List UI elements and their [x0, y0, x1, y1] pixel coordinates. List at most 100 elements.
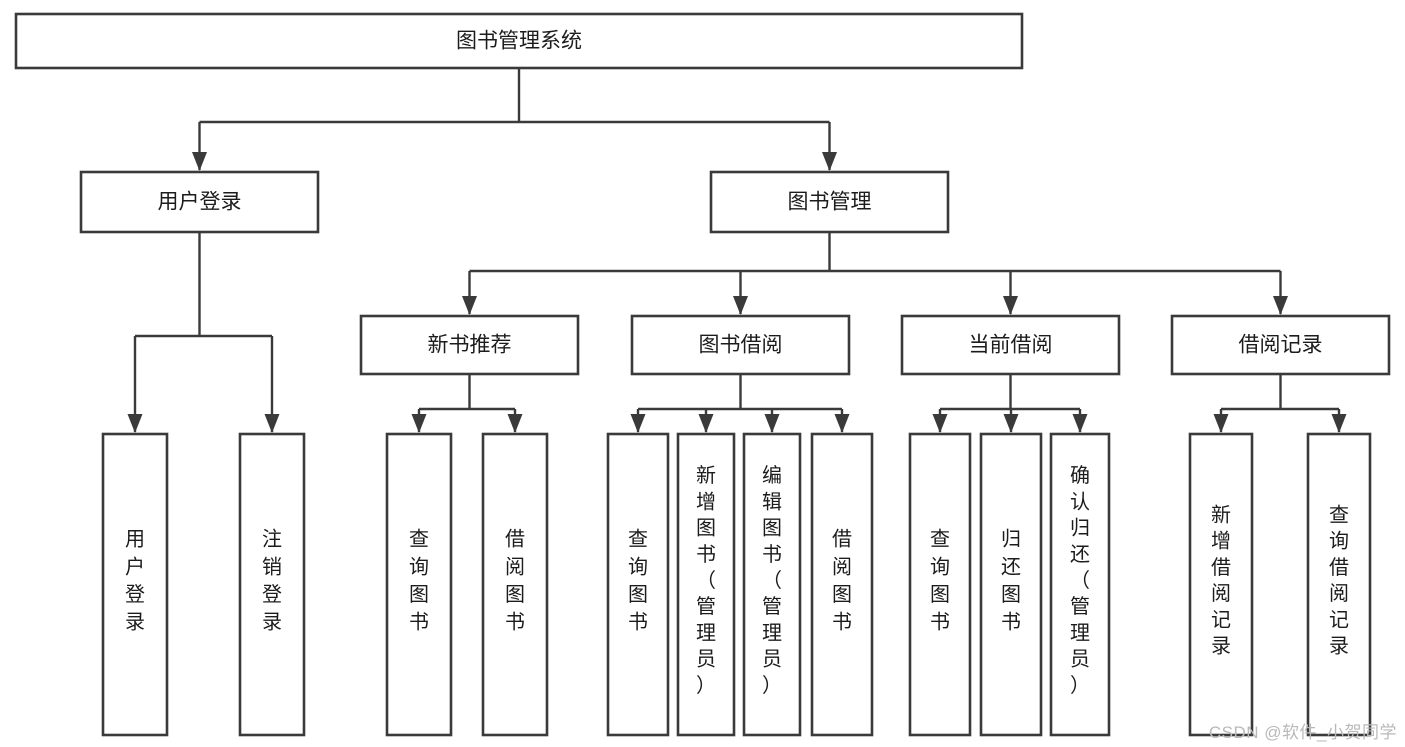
level3-node-label: 图书借阅 — [699, 334, 783, 357]
level3-node-box[interactable] — [1170, 314, 1391, 376]
leaf-node-label-char: 还 — [1001, 555, 1021, 578]
leaf-node-label-char: 阅 — [1211, 582, 1231, 605]
leaf-node-label-char: 管 — [762, 595, 782, 618]
leaf-node-label-char: （ — [696, 569, 716, 592]
node-用户登录[interactable]: 用户登录 — [101, 432, 169, 737]
leaf-node-label-char: ） — [696, 674, 716, 697]
leaf-node-box[interactable] — [908, 432, 972, 737]
arrow-head-icon — [733, 296, 748, 315]
node-图书借阅[interactable]: 图书借阅 — [630, 314, 851, 376]
arrow-head-icon — [127, 414, 143, 433]
arrow-head-icon — [932, 414, 948, 433]
level3-node-box[interactable] — [900, 314, 1121, 376]
leaf-node-box[interactable] — [1188, 432, 1254, 737]
level3-node-box[interactable] — [630, 314, 851, 376]
leaf-node-label-char: 录 — [1329, 636, 1349, 658]
level2-node-label: 用户登录 — [158, 191, 242, 214]
leaf-node-label-char: 理 — [762, 622, 782, 644]
arrow-head-icon — [1331, 414, 1347, 433]
leaf-node-label-char: 录 — [125, 612, 145, 634]
node-借阅记录[interactable]: 借阅记录 — [1170, 314, 1391, 376]
root-node-box[interactable] — [14, 12, 1024, 70]
leaf-node-label-char: ） — [1070, 674, 1090, 697]
leaf-node-box[interactable] — [676, 432, 736, 737]
node-当前借阅[interactable]: 当前借阅 — [900, 314, 1121, 376]
leaf-node-label-char: 员 — [762, 649, 782, 671]
leaf-node-label-char: 登 — [125, 583, 145, 606]
arrow-head-icon — [1072, 414, 1088, 433]
leaf-node-box[interactable] — [979, 432, 1043, 737]
arrow-head-icon — [834, 414, 850, 433]
leaf-node-label-char: 图 — [1001, 584, 1021, 606]
leaf-node-label-char: 录 — [1211, 636, 1231, 658]
arrow-head-icon — [411, 414, 427, 433]
leaf-node-label-char: 阅 — [832, 555, 852, 578]
leaf-node-label-char: 书 — [696, 543, 716, 566]
leaf-node-label-char: 借 — [1329, 556, 1349, 579]
leaf-node-box[interactable] — [101, 432, 169, 737]
leaf-node-label-char: 辑 — [762, 490, 782, 513]
arrow-head-icon — [764, 414, 780, 433]
leaf-node-label-char: 认 — [1070, 490, 1090, 513]
level3-node-box[interactable] — [359, 314, 580, 376]
leaf-node-box[interactable] — [385, 432, 453, 737]
leaf-node-label-char: 户 — [125, 555, 145, 578]
leaf-node-box[interactable] — [606, 432, 670, 737]
leaf-node-box[interactable] — [1049, 432, 1111, 737]
leaf-node-label-char: 编 — [762, 464, 782, 487]
node-新书推荐[interactable]: 新书推荐 — [359, 314, 580, 376]
level2-node-box[interactable] — [79, 170, 320, 234]
leaf-node-label-char: （ — [762, 569, 782, 592]
leaf-node-label-char: 查 — [409, 528, 429, 551]
leaf-node-label-char: 书 — [762, 543, 782, 566]
leaf-node-label-char: 图 — [696, 518, 716, 540]
arrow-head-icon — [264, 414, 280, 433]
leaf-node-label-char: 借 — [1211, 556, 1231, 579]
arrow-head-icon — [1003, 414, 1019, 433]
node-用户登录[interactable]: 用户登录 — [79, 170, 320, 234]
leaf-node-label-char: 确 — [1070, 464, 1090, 487]
leaf-node-label-char: 图 — [930, 584, 950, 606]
leaf-node-label-char: 增 — [696, 490, 716, 513]
leaf-node-box[interactable] — [481, 432, 549, 737]
leaf-node-label-char: 借 — [505, 528, 525, 551]
leaf-node-label-char: 询 — [930, 555, 950, 578]
level3-node-label: 当前借阅 — [969, 334, 1053, 357]
node-图书管理系统[interactable]: 图书管理系统 — [14, 12, 1024, 70]
arrow-head-icon — [1003, 296, 1018, 315]
node-图书管理[interactable]: 图书管理 — [709, 170, 950, 234]
leaf-node-label-char: 查 — [1329, 503, 1349, 526]
leaf-node-label-char: 图 — [409, 584, 429, 606]
leaf-node-label-char: 还 — [1070, 543, 1090, 566]
leaf-node-box[interactable] — [742, 432, 802, 737]
leaf-node-label-char: 书 — [409, 611, 429, 634]
leaf-node-label-char: 书 — [832, 611, 852, 634]
leaf-node-label-char: 图 — [628, 584, 648, 606]
watermark-label: CSDN @软件_小贺同学 — [1208, 723, 1397, 742]
arrow-head-icon — [698, 414, 714, 433]
arrow-head-icon — [822, 152, 837, 171]
leaf-node-label-char: 阅 — [505, 555, 525, 578]
leaf-node-box[interactable] — [810, 432, 874, 737]
leaf-node-box[interactable] — [238, 432, 306, 737]
level2-node-box[interactable] — [709, 170, 950, 234]
leaf-node-box[interactable] — [1306, 432, 1372, 737]
leaf-node-label-char: 书 — [505, 611, 525, 634]
leaf-node-label-char: 销 — [262, 555, 282, 578]
leaf-node-label-char: 询 — [1329, 530, 1349, 553]
leaf-node-label-char: 新 — [696, 464, 716, 487]
